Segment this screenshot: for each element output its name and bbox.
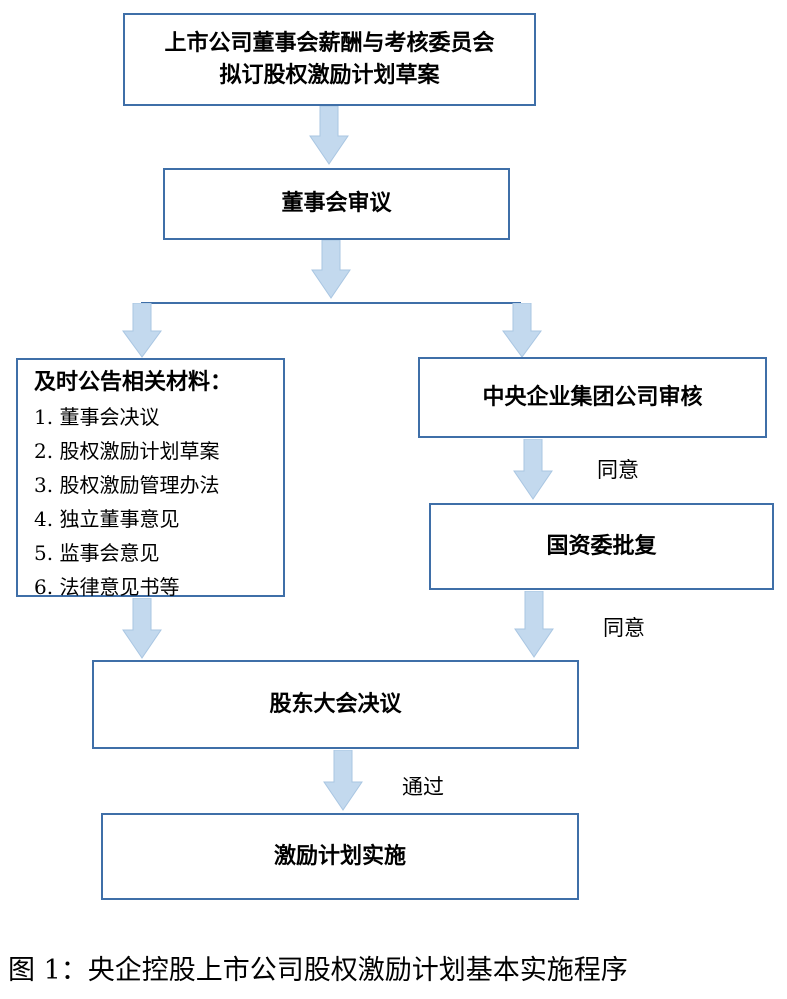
node-implementation-label: 激励计划实施 [273,843,406,869]
branch-connector-line [141,302,521,304]
list-item: 3. 股权激励管理办法 [34,473,220,497]
node-board-review: 董事会审议 [163,168,510,240]
node-proposal-line2: 拟订股权激励计划草案 [219,62,440,88]
node-sasac-approval-label: 国资委批复 [546,533,657,559]
edge-label-passed: 通过 [402,775,444,799]
node-disclosure-title: 及时公告相关材料： [34,370,233,395]
arrow-down-icon [513,439,553,500]
node-proposal: 上市公司董事会薪酬与考核委员会 拟订股权激励计划草案 [123,13,536,106]
figure-caption: 图 1：央企控股上市公司股权激励计划基本实施程序 [8,955,628,986]
arrow-down-icon [514,591,554,658]
node-proposal-line1: 上市公司董事会薪酬与考核委员会 [164,30,495,56]
node-shareholder-meeting: 股东大会决议 [92,660,579,749]
arrow-down-icon [323,750,363,811]
node-disclosure: 及时公告相关材料： 1. 董事会决议 2. 股权激励计划草案 3. 股权激励管理… [16,358,285,599]
list-item: 2. 股权激励计划草案 [34,439,220,463]
list-item: 5. 监事会意见 [34,541,160,565]
edge-label-agree: 同意 [603,616,645,640]
arrow-down-icon [122,598,162,659]
list-item: 6. 法律意见书等 [34,575,180,599]
arrow-down-icon [502,303,542,358]
node-implementation: 激励计划实施 [101,813,579,900]
list-item: 1. 董事会决议 [34,405,160,429]
node-group-review-label: 中央企业集团公司审核 [482,384,703,410]
edge-label-agree: 同意 [597,458,639,482]
node-shareholder-meeting-label: 股东大会决议 [269,691,402,717]
node-board-review-label: 董事会审议 [281,191,392,216]
arrow-down-icon [309,106,349,165]
node-sasac-approval: 国资委批复 [429,503,774,590]
node-group-review: 中央企业集团公司审核 [418,357,767,438]
arrow-down-icon [122,303,162,358]
arrow-down-icon [311,240,351,299]
list-item: 4. 独立董事意见 [34,507,180,531]
